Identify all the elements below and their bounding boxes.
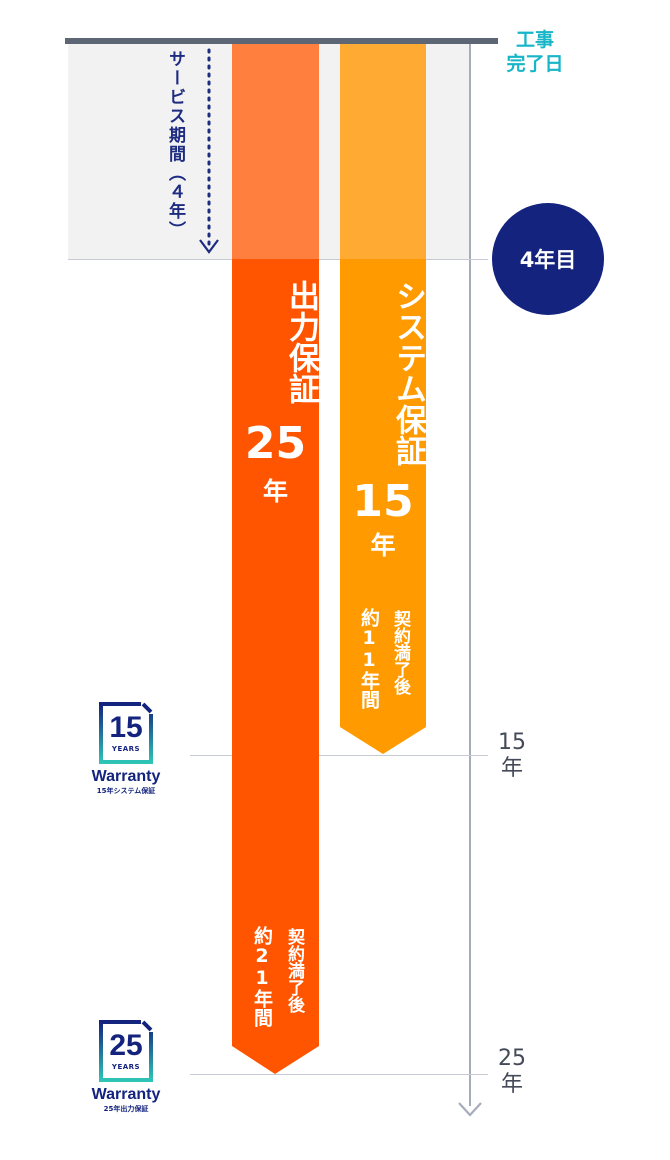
system-warranty-number: 15 xyxy=(352,476,414,527)
axis-label-25-number: 25 xyxy=(498,1046,526,1071)
output-warranty-title: 出力保証 xyxy=(283,280,319,404)
service-period-arrowhead xyxy=(199,239,219,254)
year-4-badge-text: 4年目 xyxy=(519,248,577,272)
output-bar-service-segment xyxy=(232,44,319,260)
axis-label-25: 25 年 xyxy=(482,1046,542,1098)
warranty-15-caption: 15年システム保証 xyxy=(96,787,156,795)
output-after-value: 約21年間 xyxy=(251,926,273,1027)
warranty-15-number: 15 xyxy=(109,711,143,744)
warranty-25-word: Warranty xyxy=(91,1086,161,1103)
system-after-label: 契約満了後 xyxy=(390,610,410,695)
warranty-15-word: Warranty xyxy=(91,768,161,785)
system-warranty-title: システム保証 xyxy=(390,280,426,466)
output-warranty-number: 25 xyxy=(244,418,307,469)
output-bar-main xyxy=(232,259,319,1074)
year-4-badge: 4年目 xyxy=(492,203,604,315)
output-warranty-unit: 年 xyxy=(262,477,288,506)
service-period-label: サービス期間（４年） xyxy=(165,50,185,240)
output-after-label: 契約満了後 xyxy=(284,928,304,1013)
warranty-25-caption: 25年出力保証 xyxy=(103,1105,149,1113)
completion-date-label: 工事 完了日 xyxy=(499,28,571,76)
timeline-axis xyxy=(469,44,471,1106)
axis-arrowhead xyxy=(458,1102,482,1117)
warranty-25-number: 25 xyxy=(109,1029,143,1062)
warranty-25-icon: 25 YEARS xyxy=(97,1020,155,1084)
tick-year-15 xyxy=(190,755,488,756)
axis-label-15: 15 年 xyxy=(482,730,542,782)
axis-label-15-number: 15 xyxy=(498,730,526,755)
warranty-badge-15: 15 YEARS Warranty 15年システム保証 xyxy=(76,702,176,796)
axis-label-25-unit: 年 xyxy=(500,1072,523,1097)
axis-label-15-unit: 年 xyxy=(500,756,523,781)
warranty-15-icon: 15 YEARS xyxy=(97,702,155,766)
completion-label-line-2: 完了日 xyxy=(506,53,564,75)
warranty-15-years-text: YEARS xyxy=(111,745,141,753)
warranty-badge-25: 25 YEARS Warranty 25年出力保証 xyxy=(76,1020,176,1114)
completion-label-line-1: 工事 xyxy=(515,29,554,51)
tick-year-25 xyxy=(190,1074,488,1075)
completion-line xyxy=(65,38,498,44)
system-bar-main xyxy=(340,259,426,754)
warranty-25-years-text: YEARS xyxy=(111,1063,141,1071)
system-warranty-unit: 年 xyxy=(370,531,396,560)
system-after-value: 約11年間 xyxy=(358,608,380,709)
system-bar-service-segment xyxy=(340,44,426,260)
